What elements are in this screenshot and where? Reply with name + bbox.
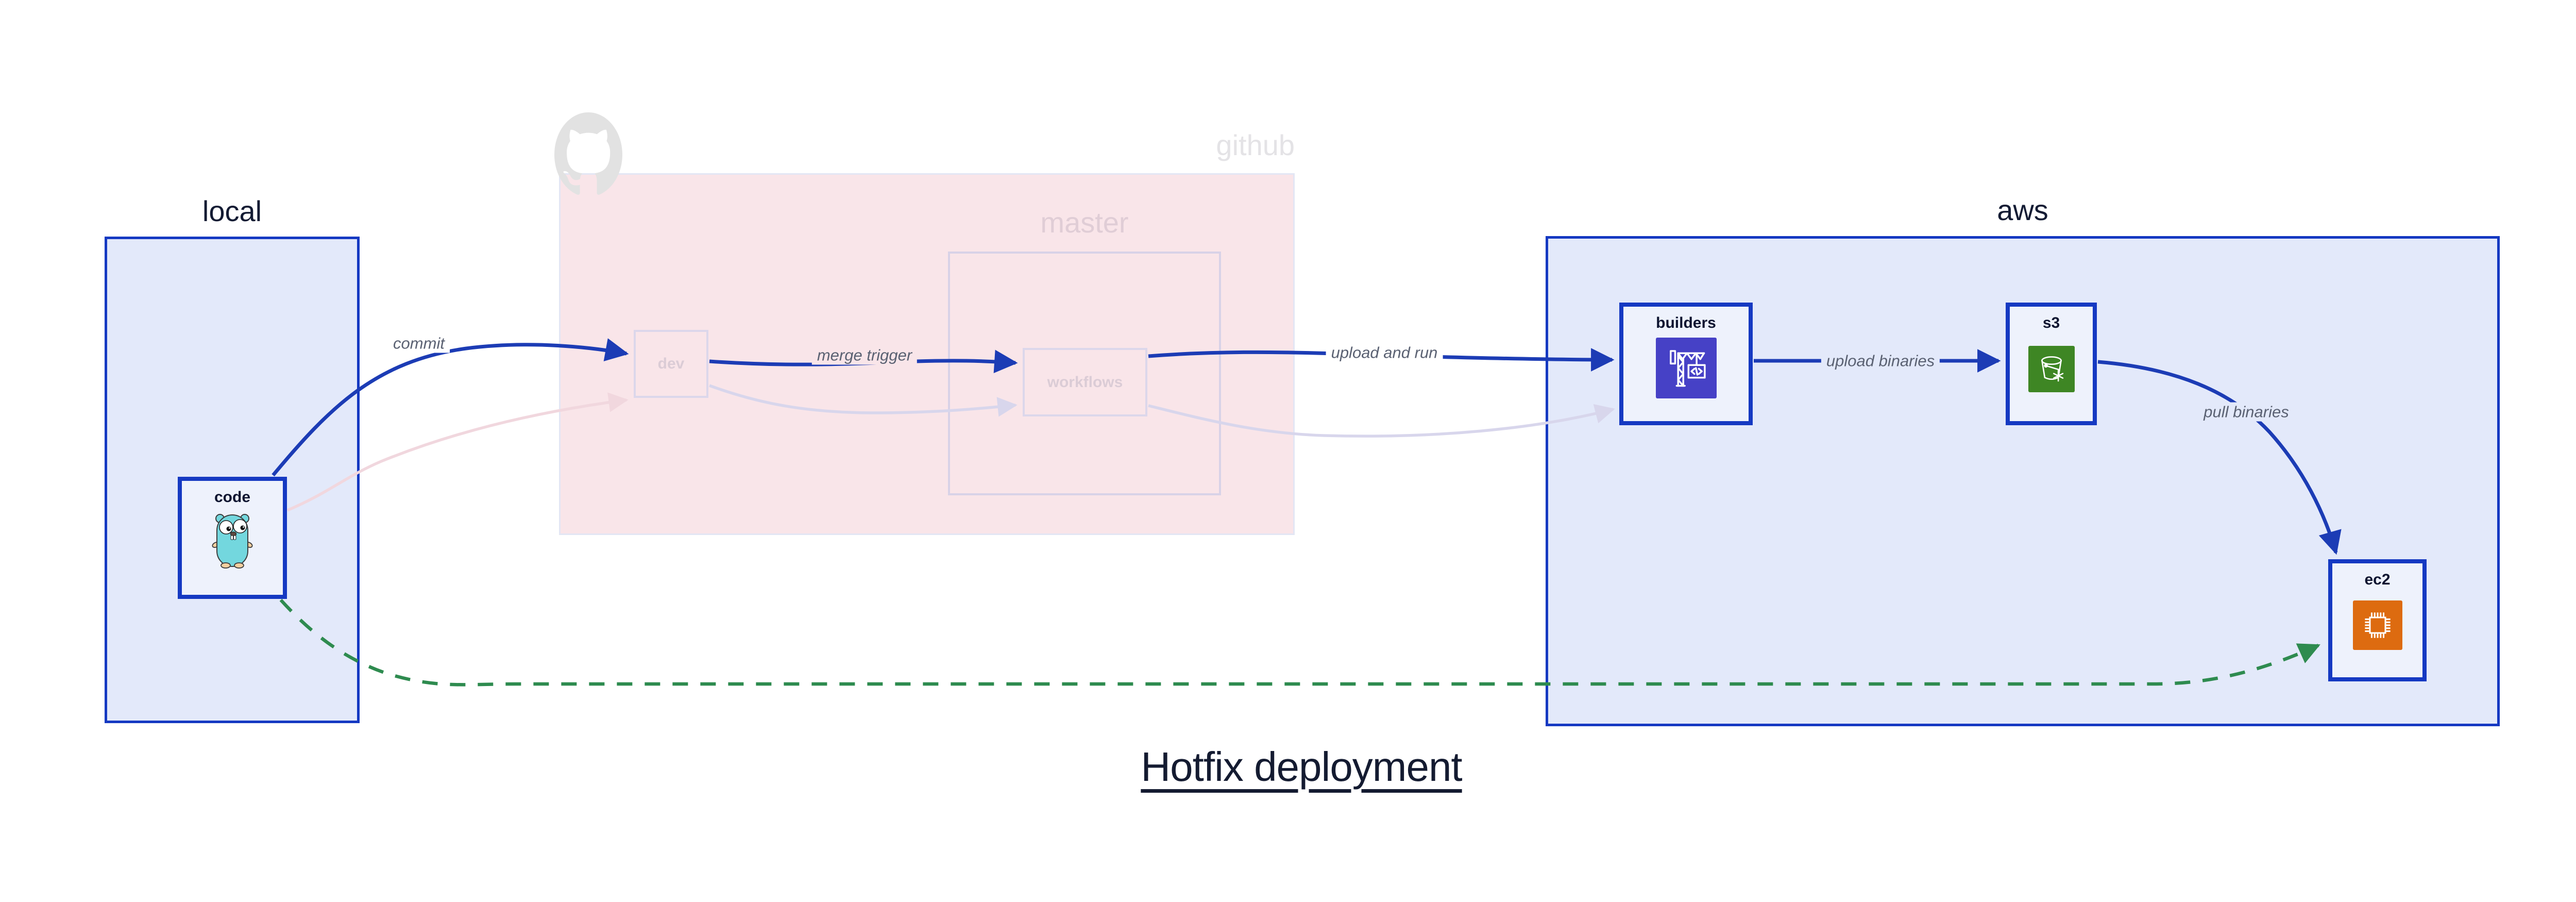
aws-codebuild-icon: [1655, 338, 1717, 398]
go-gopher-icon: [212, 514, 253, 569]
group-aws-label: aws: [1997, 194, 2048, 226]
node-workflows: workflows: [1023, 348, 1147, 416]
group-github-label: github: [1216, 129, 1295, 161]
aws-ec2-chip-icon: [2352, 600, 2402, 650]
edge-label-merge-trigger: merge trigger: [811, 345, 918, 365]
node-code-label: code: [214, 489, 251, 506]
node-s3-label: s3: [2042, 314, 2060, 331]
node-dev: dev: [634, 330, 708, 398]
node-code: code: [178, 477, 287, 599]
github-octocat-icon: [554, 112, 622, 195]
edge-label-upload-binaries: upload binaries: [1821, 351, 1940, 371]
node-workflows-label: workflows: [1047, 373, 1123, 391]
group-master-label: master: [1040, 206, 1129, 239]
edge-label-commit: commit: [388, 333, 450, 353]
group-master: [948, 252, 1221, 495]
group-local-label: local: [202, 195, 262, 227]
node-s3: s3: [2006, 303, 2097, 425]
node-dev-label: dev: [657, 355, 685, 372]
diagram-title: Hotfix deployment: [1141, 744, 1462, 790]
node-ec2-label: ec2: [2364, 571, 2391, 588]
node-ec2: ec2: [2328, 559, 2427, 681]
aws-s3-bucket-icon: [2028, 346, 2075, 392]
edge-label-upload-and-run: upload and run: [1326, 343, 1443, 362]
edge-label-pull-binaries: pull binaries: [2198, 402, 2294, 422]
node-builders: builders: [1619, 303, 1753, 425]
node-builders-label: builders: [1656, 314, 1716, 331]
